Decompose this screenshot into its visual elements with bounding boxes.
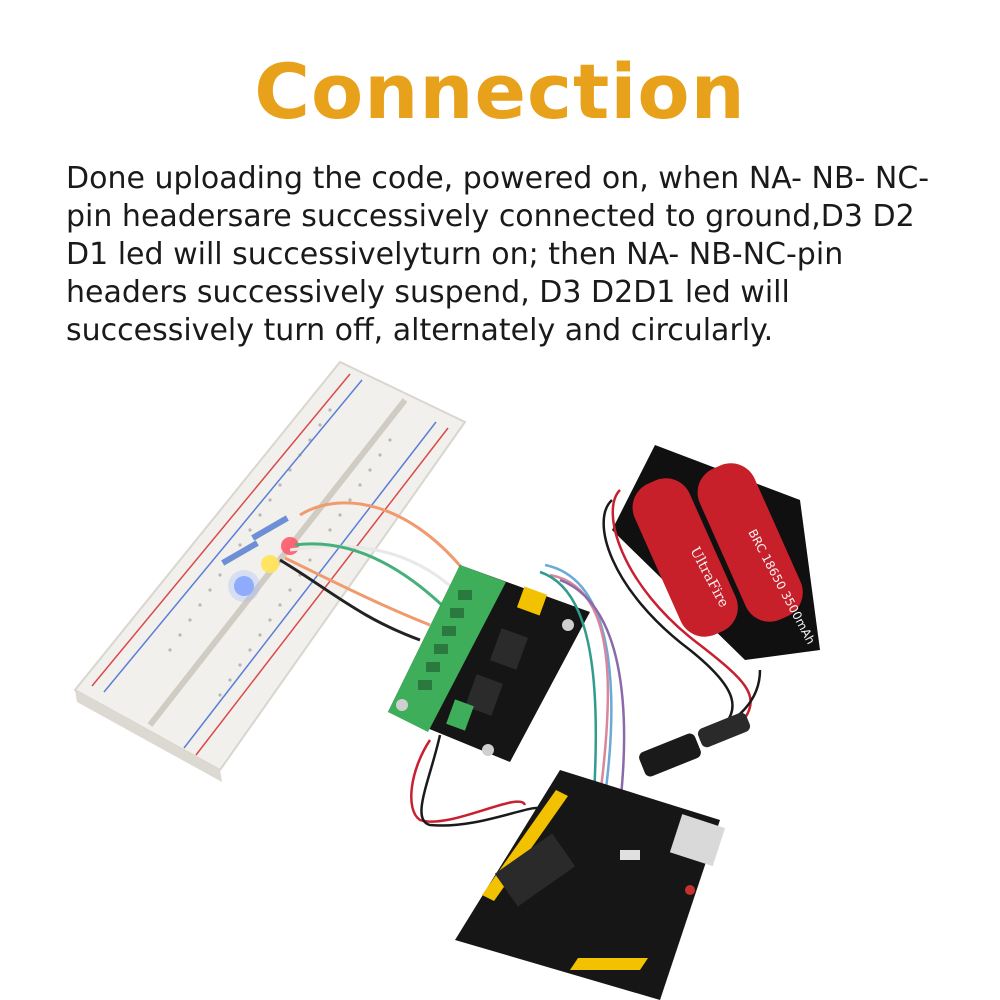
wiring-photo: UltraFire BRC 18650 3500mAh	[0, 350, 1000, 1000]
battery-holder: UltraFire BRC 18650 3500mAh	[612, 445, 820, 660]
driver-module	[388, 565, 590, 762]
power-wires	[410, 489, 762, 827]
arduino-board	[455, 770, 726, 1000]
dc-jack	[639, 733, 701, 777]
instructions-text: Done uploading the code, powered on, whe…	[66, 161, 930, 348]
jumper-wires	[279, 501, 472, 642]
page-title: Connection	[254, 47, 746, 136]
led-cluster	[221, 515, 299, 602]
